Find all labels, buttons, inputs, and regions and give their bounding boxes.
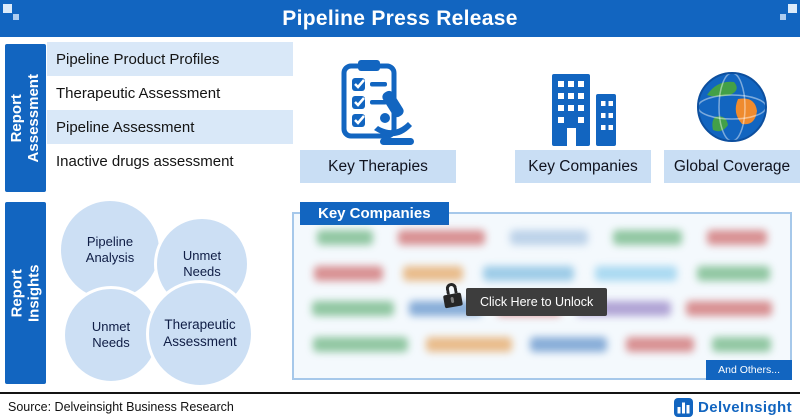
list-item: Inactive drugs assessment <box>47 144 293 178</box>
feature-card-label: Key Companies <box>515 150 651 183</box>
buildings-icon <box>515 44 651 150</box>
delveinsight-logo-text: DelveInsight <box>698 398 792 416</box>
header-decoration-square <box>3 4 12 13</box>
blurred-logos <box>304 230 780 352</box>
report-assessment-list: Pipeline Product Profiles Therapeutic As… <box>47 42 293 178</box>
key-companies-panel: Key Companies Click Here to Unlock And O… <box>292 202 792 380</box>
source-credit: Source: Delveinsight Business Research <box>8 400 234 414</box>
footer-bar: Source: Delveinsight Business Research D… <box>0 392 800 420</box>
feature-card-key-companies: Key Companies <box>515 44 651 183</box>
venn-circle-therapeutic-assessment: Therapeutic Assessment <box>146 280 254 388</box>
lock-icon <box>440 281 464 309</box>
delveinsight-logo: DelveInsight <box>674 397 792 417</box>
key-companies-panel-title: Key Companies <box>300 202 449 225</box>
checklist-microscope-icon <box>300 44 456 150</box>
feature-card-label: Global Coverage <box>664 150 800 183</box>
globe-icon <box>664 44 800 150</box>
report-insights-tab-label: Report Insights <box>8 264 43 322</box>
header-decoration-square <box>788 4 797 13</box>
venn-circle-unmet-needs-bottom: Unmet Needs <box>62 286 160 384</box>
report-insights-venn: Pipeline Analysis Unmet Needs Unmet Need… <box>52 198 290 390</box>
page-title: Pipeline Press Release <box>282 6 518 30</box>
report-insights-tab: Report Insights <box>5 202 46 384</box>
report-assessment-tab-label: Report Assessment <box>8 73 43 163</box>
feature-card-key-therapies: Key Therapies <box>300 44 456 183</box>
header-decoration-square <box>780 14 786 20</box>
report-assessment-tab: Report Assessment <box>5 44 46 192</box>
list-item: Pipeline Product Profiles <box>47 42 293 76</box>
unlock-label: Click Here to Unlock <box>480 295 594 309</box>
unlock-button[interactable]: Click Here to Unlock <box>442 282 608 316</box>
feature-card-global-coverage: Global Coverage <box>664 44 800 183</box>
header-banner: Pipeline Press Release <box>0 0 800 37</box>
header-decoration-square <box>13 14 19 20</box>
delveinsight-logo-icon <box>674 397 693 417</box>
list-item: Pipeline Assessment <box>47 110 293 144</box>
list-item: Therapeutic Assessment <box>47 76 293 110</box>
feature-card-label: Key Therapies <box>300 150 456 183</box>
and-others-badge: And Others... <box>706 360 792 380</box>
